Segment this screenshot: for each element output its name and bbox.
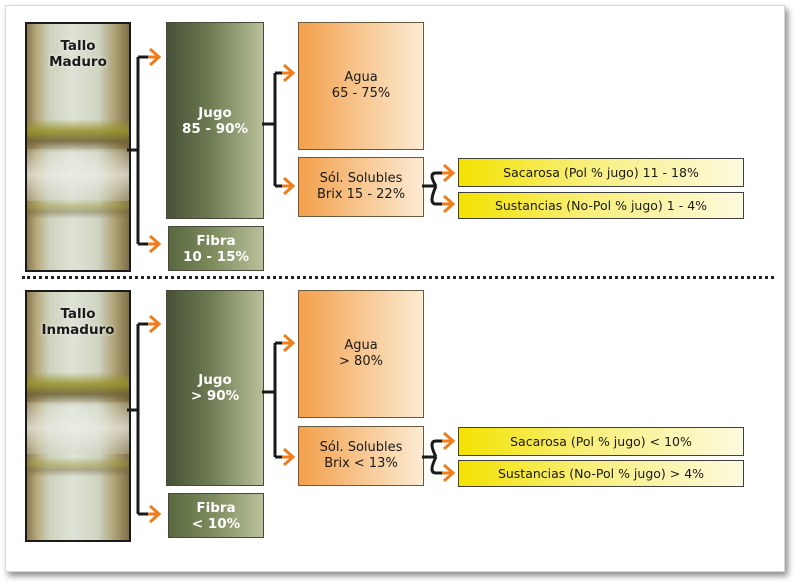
section-divider [22,276,774,279]
mature-sustancias-box: Sustancias (No-Pol % jugo) 1 - 4% [458,192,744,219]
immature-fibra-box: Fibra < 10% [168,493,264,538]
mature-fibra-box: Fibra 10 - 15% [168,226,264,271]
mature-jugo-box: Jugo 85 - 90% [166,22,264,219]
mature-sacarosa-box: Sacarosa (Pol % jugo) 11 - 18% [458,158,744,187]
immature-solubles-box: Sól. Solubles Brix < 13% [298,426,424,486]
immature-jugo-box: Jugo > 90% [166,290,264,486]
immature-sacarosa-box: Sacarosa (Pol % jugo) < 10% [458,427,744,456]
arrow-heads [148,47,456,524]
connector-brackets [127,55,444,516]
immature-agua-box: Agua > 80% [298,290,424,418]
immature-stalk-label: Tallo Inmaduro [41,306,115,338]
mature-solubles-box: Sól. Solubles Brix 15 - 22% [298,157,424,217]
immature-stalk-image: Tallo Inmaduro [25,290,131,542]
mature-stalk-label: Tallo Maduro [49,38,107,70]
mature-agua-box: Agua 65 - 75% [298,22,424,150]
mature-stalk-image: Tallo Maduro [25,22,131,272]
immature-sustancias-box: Sustancias (No-Pol % jugo) > 4% [458,460,744,487]
